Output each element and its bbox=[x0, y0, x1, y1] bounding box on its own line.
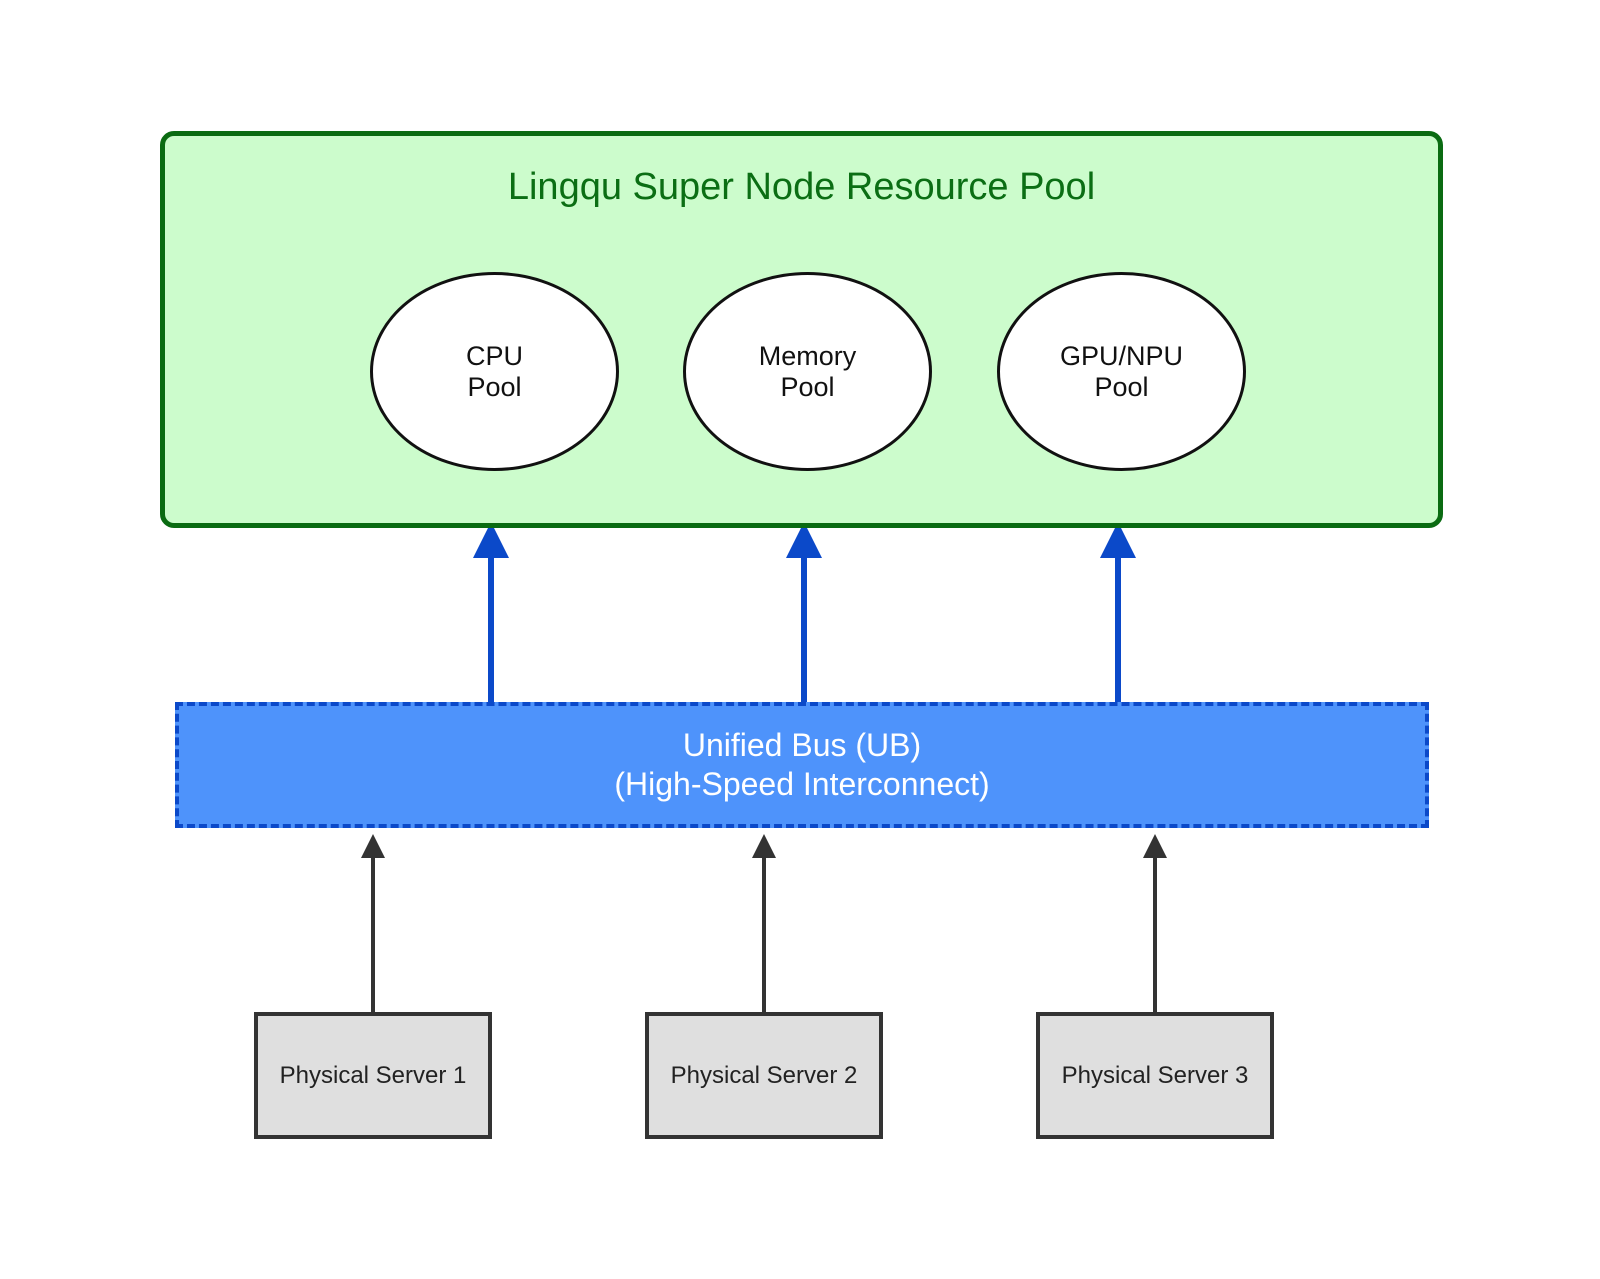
unified-bus-label: Unified Bus (UB) bbox=[682, 727, 922, 763]
cpu-pool-label-line1: CPU bbox=[465, 340, 523, 371]
physical-server-2-label: Physical Server 2 bbox=[670, 1061, 858, 1089]
unified-bus: Unified Bus (UB) (High-Speed Interconnec… bbox=[175, 702, 1429, 828]
cpu-pool-label-line2: Pool bbox=[467, 371, 522, 402]
gpu-npu-pool-label-line1: GPU/NPU bbox=[1059, 340, 1184, 371]
gpu-npu-pool-node: GPU/NPU Pool bbox=[997, 272, 1246, 471]
resource-pool-title: Lingqu Super Node Resource Pool bbox=[507, 166, 1096, 208]
gpu-npu-pool-label-line2: Pool bbox=[1094, 371, 1149, 402]
memory-pool-node: Memory Pool bbox=[683, 272, 932, 471]
unified-bus-sublabel: (High-Speed Interconnect) bbox=[614, 766, 990, 802]
resource-pool-panel: Lingqu Super Node Resource Pool CPU Pool… bbox=[160, 131, 1443, 528]
physical-server-1: Physical Server 1 bbox=[254, 1012, 492, 1139]
physical-server-3-label: Physical Server 3 bbox=[1061, 1061, 1249, 1089]
cpu-pool-node: CPU Pool bbox=[370, 272, 619, 471]
memory-pool-label-line1: Memory bbox=[758, 340, 857, 371]
memory-pool-label-line2: Pool bbox=[780, 371, 835, 402]
physical-server-3: Physical Server 3 bbox=[1036, 1012, 1274, 1139]
physical-server-1-label: Physical Server 1 bbox=[279, 1061, 467, 1089]
physical-server-2: Physical Server 2 bbox=[645, 1012, 883, 1139]
